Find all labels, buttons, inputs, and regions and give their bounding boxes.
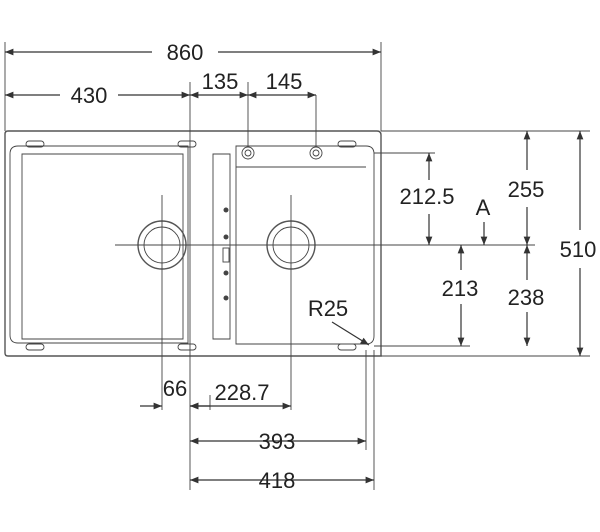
dim-228-7: 228.7 — [214, 380, 269, 405]
dim-213: 213 — [442, 276, 479, 301]
dim-135: 135 — [202, 69, 239, 94]
dim-145: 145 — [266, 69, 303, 94]
dimension-lines — [5, 48, 584, 484]
dim-393: 393 — [259, 429, 296, 454]
radius-r25: R25 — [308, 296, 348, 321]
overflow-holes — [222, 207, 230, 301]
dim-510: 510 — [560, 237, 597, 262]
dim-66: 66 — [163, 376, 187, 401]
dim-418: 418 — [259, 468, 296, 493]
center-lines — [115, 195, 535, 410]
dimension-labels: 860 430 135 145 212.5 A 255 510 213 238 … — [60, 40, 596, 493]
dim-238: 238 — [508, 285, 545, 310]
dim-212-5: 212.5 — [399, 184, 454, 209]
sink-outline — [4, 130, 382, 357]
dim-430: 430 — [71, 83, 108, 108]
tap-holes — [241, 146, 323, 160]
mounting-clips — [25, 140, 357, 351]
dim-860: 860 — [167, 40, 204, 65]
extension-lines — [4, 42, 590, 490]
dim-255: 255 — [508, 177, 545, 202]
datum-a: A — [476, 195, 491, 220]
